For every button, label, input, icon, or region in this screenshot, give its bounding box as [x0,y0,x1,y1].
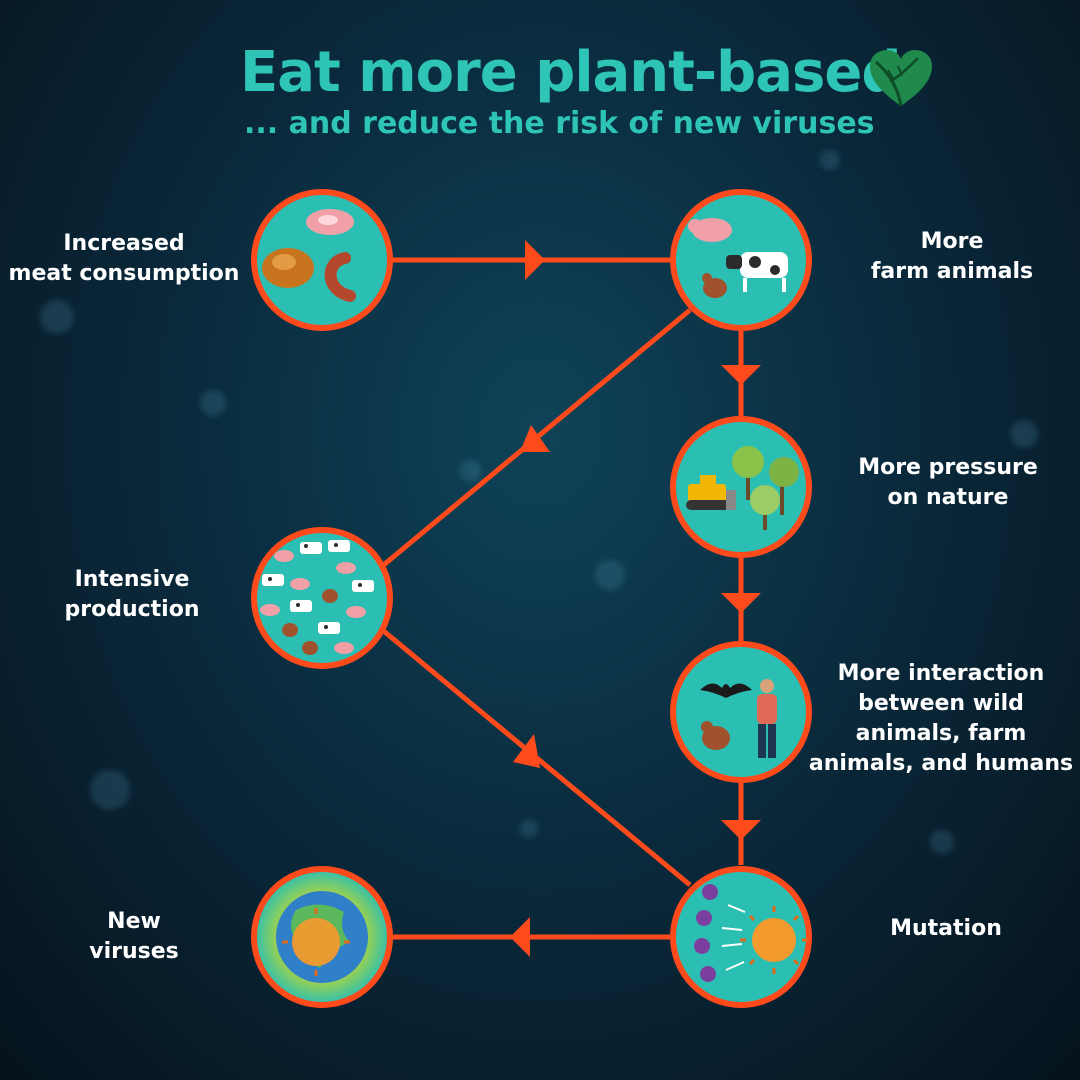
node-new-viruses [251,866,393,1008]
arrowhead-right [525,240,545,280]
crowded-livestock-icon [260,540,374,655]
arrowhead-down [721,365,761,385]
node-meat-consumption [251,189,393,331]
label-pressure-on-nature: More pressure on nature [858,455,1038,510]
bat-chicken-human-icon [700,679,777,758]
label-new-viruses: New viruses [89,909,179,964]
node-pressure-on-nature [670,416,812,558]
farm-animals-icon [688,218,788,298]
virus-globe-icon [276,891,368,983]
arrowhead-left [510,917,530,957]
label-meat-consumption: Increased meat consumption [8,231,240,286]
bulldozer-trees-icon [686,446,799,530]
node-intensive-production [251,527,393,669]
node-interaction [670,641,812,783]
label-intensive-production: Intensive production [64,567,200,622]
node-farm-animals [670,189,812,331]
node-mutation [670,866,812,1008]
arrowhead-diagonal [513,734,540,768]
arrowhead-down [721,820,761,840]
label-mutation: Mutation [890,916,1002,941]
label-farm-animals: More farm animals [870,229,1034,284]
page-title: Eat more plant-based [240,40,901,105]
label-interaction: More interaction between wild animals, f… [808,661,1074,776]
arrowhead-down [721,593,761,613]
page-subtitle: ... and reduce the risk of new viruses [244,106,875,141]
virus-mutation-icon [694,884,808,982]
meat-products-icon [262,209,356,302]
leaf-heart-icon [870,50,932,107]
arrowhead-diagonal [520,425,550,452]
